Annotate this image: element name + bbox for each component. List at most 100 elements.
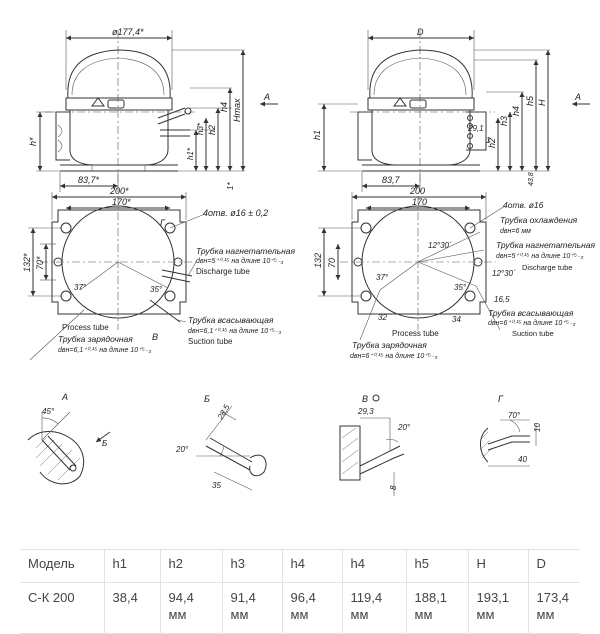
dim-1: 1 <box>486 136 490 145</box>
cooling-spec: dвн=6 мм <box>500 228 531 235</box>
col-header: Модель <box>20 549 104 583</box>
table-cell: 94,4 мм <box>159 582 222 634</box>
table-header-row: Модель h1 h2 h3 h4 h4 h5 H D <box>20 549 580 583</box>
process-tube-label-r: Process tube <box>392 329 439 338</box>
dim-200: 200 <box>409 186 425 196</box>
dim-h1-star: h1* <box>186 147 195 160</box>
col-header: h3 <box>221 549 282 583</box>
col-header: H <box>467 549 528 583</box>
technical-drawing: ø177,4* 83,7* h* Hmax h4 h2 h3* h1* 1* A <box>22 27 595 496</box>
charge-spec-r: dвн=6⁺⁰·¹⁵ на длине 10⁺⁵₋₃ <box>350 352 438 360</box>
dim-h3-star: h3* <box>196 122 205 135</box>
table-cell: С-К 200 <box>20 582 104 634</box>
dim-170: 170 <box>412 197 427 207</box>
detail-b-angle: 20° <box>175 445 189 454</box>
detail-g-dim2: 40 <box>518 455 527 464</box>
note-holes: 4отв. ø16 ± 0,2 <box>203 208 268 218</box>
dim-H: H <box>537 99 547 106</box>
col-header: h5 <box>405 549 468 583</box>
view-a-label-r: A <box>574 92 581 102</box>
table-cell: 38,4 <box>103 582 160 634</box>
col-header: h4 <box>341 549 406 583</box>
dim-132-star: 132* <box>22 253 32 272</box>
dim-h4: h4 <box>219 102 229 112</box>
table-row: С-К 200 38,4 94,4 мм 91,4 мм 96,4 мм 119… <box>20 582 580 634</box>
angle-35: 35° <box>150 285 163 294</box>
detail-b: Б 28,5 20° 35 <box>175 394 267 491</box>
dim-diameter-top: ø177,4* <box>112 27 144 37</box>
view-a-label: A <box>263 92 270 102</box>
front-view-right: D 83,7 h1 H h5 h4 h3 h2 29,1 1 43,8 A <box>312 27 590 192</box>
dim-34: 34 <box>452 315 461 324</box>
note-holes-r: 4отв. ø16 <box>503 200 544 210</box>
suction-label-ru-r: Трубка всасывающая <box>488 308 574 318</box>
discharge-spec-r: dвн=5⁺⁰·¹⁵ на длине 10⁺⁵₋₃ <box>496 252 584 260</box>
top-view-left: 200* 170* 132* 70* 4отв. ø16 ± 0,2 37° 3… <box>22 186 295 361</box>
detail-g: Г 70° 10 40 <box>479 394 542 467</box>
angle-1230-b: 12°30´ <box>492 269 516 278</box>
discharge-label-ru: Трубка нагнетательная <box>196 246 295 256</box>
discharge-label-en: Discharge tube <box>196 267 250 276</box>
dim-32: 32 <box>378 313 387 322</box>
col-header: D <box>527 549 580 583</box>
suction-spec: dвн=6,1⁺⁰·¹⁵ на длине 10⁺⁵₋₃ <box>188 327 281 335</box>
angle-37: 37° <box>74 283 87 292</box>
dim-width-bottom-r: 83,7 <box>382 175 401 185</box>
detail-b-dim2: 35 <box>212 481 221 490</box>
view-b-marker: В <box>152 332 158 342</box>
dim-width-bottom: 83,7* <box>78 175 100 185</box>
angle-1230-a: 12°30´ <box>428 241 452 250</box>
suction-label-en-r: Suction tube <box>512 329 554 338</box>
dim-one-star: 1* <box>226 182 235 190</box>
col-header: h4 <box>281 549 342 583</box>
discharge-label-ru-r: Трубка нагнетательная <box>496 240 595 250</box>
charge-spec: dвн=6,1⁺⁰·¹⁵ на длине 10⁺⁵₋₃ <box>58 346 151 354</box>
process-tube-label: Process tube <box>62 323 109 332</box>
dim-200-star: 200* <box>109 186 129 196</box>
dim-h5: h5 <box>525 95 535 106</box>
dim-h2-r: h2 <box>487 138 497 148</box>
suction-label-ru: Трубка всасывающая <box>188 315 274 325</box>
angle-35-r: 35° <box>454 283 467 292</box>
view-g-marker: Г <box>160 218 166 228</box>
dim-h2: h2 <box>207 125 217 135</box>
suction-spec-r: dвн=6⁺⁰·¹⁵ на длине 10⁺⁵₋₃ <box>488 319 576 327</box>
discharge-label-en-r: Discharge tube <box>522 263 572 272</box>
table-cell: 119,4 мм <box>341 582 406 634</box>
dim-h1: h1 <box>312 130 322 140</box>
discharge-spec: dвн=5⁺⁰·¹⁵ на длине 10⁺⁵₋₃ <box>196 257 284 265</box>
detail-a-label: А <box>61 392 68 402</box>
dim-h3: h3 <box>499 116 509 126</box>
col-header: h2 <box>159 549 222 583</box>
detail-g-angle: 70° <box>508 411 521 420</box>
angle-37-r: 37° <box>376 273 389 282</box>
dim-170-star: 170* <box>112 197 131 207</box>
dim-29-1: 29,1 <box>467 124 484 133</box>
detail-v: В 29,3 20° 8 <box>339 394 411 496</box>
dim-d: D <box>417 27 424 37</box>
dim-43-8: 43,8 <box>528 172 535 186</box>
detail-a: А 45° Б <box>27 392 111 485</box>
suction-label-en: Suction tube <box>188 337 233 346</box>
dim-h-star: h* <box>28 137 38 146</box>
charge-label-ru-r: Трубка зарядочная <box>352 340 427 350</box>
table-cell: 96,4 мм <box>281 582 342 634</box>
detail-v-angle: 20° <box>397 423 411 432</box>
specs-table: Модель h1 h2 h3 h4 h4 h5 H D С-К 200 38,… <box>20 549 580 634</box>
col-header: h1 <box>103 549 160 583</box>
cooling-label-ru: Трубка охлаждения <box>500 215 578 225</box>
table-cell: 193,1 мм <box>467 582 528 634</box>
dim-h4-r: h4 <box>511 106 521 116</box>
detail-v-dim2: 8 <box>389 485 398 490</box>
front-view-left: ø177,4* 83,7* h* Hmax h4 h2 h3* h1* 1* A <box>28 27 278 192</box>
top-view-right: 200 170 132 70 12°30´ 12°30´ 37° 35° 16,… <box>313 186 595 360</box>
detail-b-dim: 28,5 <box>215 403 231 422</box>
charge-label-ru: Трубка зарядочная <box>58 334 133 344</box>
dim-70: 70 <box>327 258 337 268</box>
dim-hmax: Hmax <box>232 98 242 122</box>
detail-g-label: Г <box>498 394 504 404</box>
dim-70-star: 70* <box>35 256 45 270</box>
dim-16-5: 16,5 <box>494 295 510 304</box>
detail-a-arrow: Б <box>102 439 107 448</box>
detail-g-dim: 10 <box>533 423 542 432</box>
